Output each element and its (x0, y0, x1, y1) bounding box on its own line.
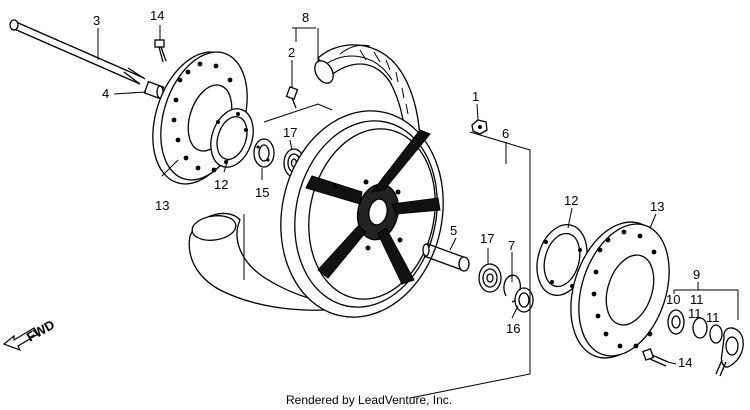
cast-wheel-rim[interactable] (262, 96, 462, 333)
callout-15[interactable]: 15 (255, 185, 269, 200)
callout-8[interactable]: 8 (302, 10, 309, 25)
valve-nut[interactable] (471, 119, 488, 135)
callout-6[interactable]: 6 (502, 126, 509, 141)
callout-11c[interactable]: 11 (706, 310, 720, 325)
callout-11b[interactable]: 11 (688, 306, 702, 321)
callout-11a[interactable]: 11 (690, 292, 704, 307)
callout-14b[interactable]: 14 (678, 355, 692, 370)
callout-10[interactable]: 10 (666, 292, 680, 307)
callout-3[interactable]: 3 (93, 13, 100, 28)
right-disc-gasket[interactable] (530, 219, 595, 301)
air-valve[interactable] (285, 86, 299, 109)
left-oil-seal[interactable] (253, 138, 275, 168)
leader-lines (97, 25, 739, 399)
forward-direction-arrow: FWD (2, 317, 57, 352)
distance-collar[interactable] (422, 243, 470, 272)
callout-17b[interactable]: 17 (480, 231, 494, 246)
callout-13b[interactable]: 13 (650, 199, 664, 214)
callout-labels: 1 2 3 4 5 6 7 8 9 10 11 11 11 12 12 13 1… (93, 8, 720, 370)
axle[interactable] (9, 19, 146, 85)
callout-9[interactable]: 9 (693, 267, 700, 282)
callout-4[interactable]: 4 (102, 86, 109, 101)
disc-bolt-upper[interactable] (154, 39, 167, 63)
fwd-label: FWD (24, 317, 57, 345)
callout-16[interactable]: 16 (506, 321, 520, 336)
callout-12b[interactable]: 12 (564, 193, 578, 208)
callout-2[interactable]: 2 (288, 45, 295, 60)
callout-7[interactable]: 7 (508, 238, 515, 253)
callout-14a[interactable]: 14 (150, 8, 164, 23)
callout-12a[interactable]: 12 (214, 177, 228, 192)
render-credit: Rendered by LeadVenture, Inc. (286, 393, 453, 407)
left-disc-gasket[interactable] (204, 103, 261, 172)
callout-5[interactable]: 5 (450, 223, 457, 238)
right-brake-disc[interactable] (555, 210, 685, 370)
side-collar[interactable] (143, 80, 165, 100)
callout-13a[interactable]: 13 (155, 198, 169, 213)
speedometer-gearbox[interactable] (667, 309, 744, 377)
dust-seal[interactable] (514, 287, 534, 313)
disc-bolt-lower[interactable] (642, 348, 669, 367)
callout-17a[interactable]: 17 (283, 125, 297, 140)
right-bearing[interactable] (478, 263, 502, 293)
callout-1[interactable]: 1 (472, 89, 479, 104)
